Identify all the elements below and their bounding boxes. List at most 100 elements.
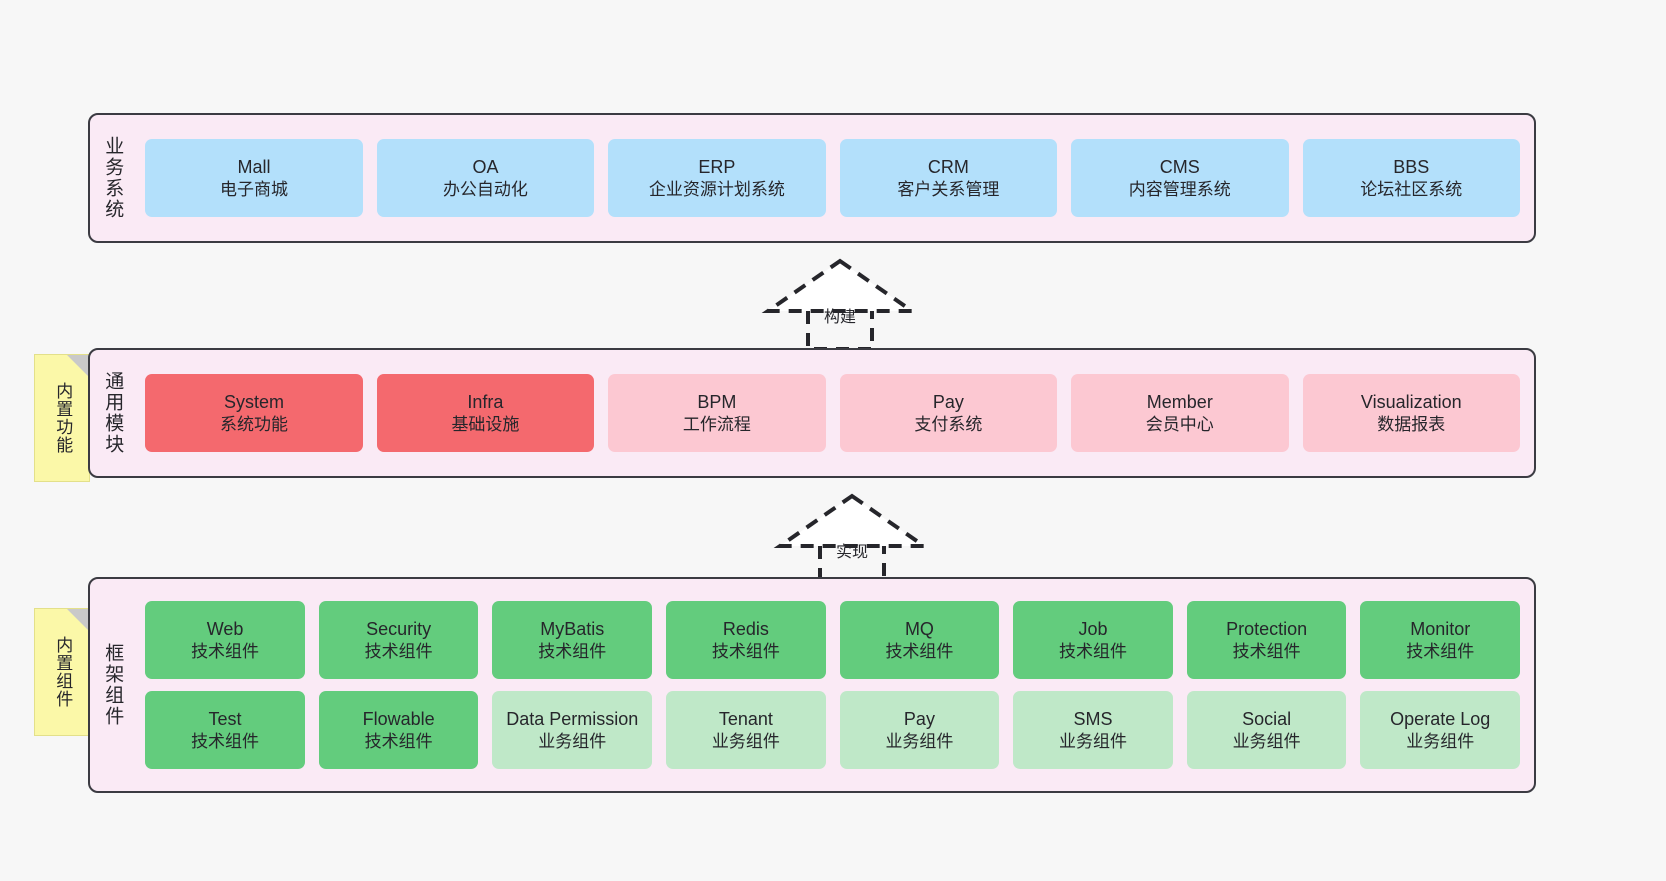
card-operate-log[interactable]: Operate Log 业务组件 <box>1360 691 1521 769</box>
card-mq[interactable]: MQ 技术组件 <box>839 601 1000 679</box>
card-title: Pay <box>932 391 964 412</box>
note-builtin-component: 内置组件 <box>34 608 90 736</box>
card-subtitle: 论坛社区系统 <box>1360 179 1463 199</box>
card-title: Social <box>1242 708 1292 729</box>
note-label: 内置功能 <box>53 382 73 454</box>
card-title: OA <box>472 156 499 177</box>
card-subtitle: 业务组件 <box>1059 731 1128 751</box>
card-subtitle: 业务组件 <box>885 731 954 751</box>
layer-business-system: 业务系统 Mall 电子商城 OA 办公自动化 ERP 企业资源计划系统 CRM… <box>88 113 1536 243</box>
card-title: Pay <box>903 708 935 729</box>
card-title: Tenant <box>718 708 773 729</box>
card-bpm[interactable]: BPM 工作流程 <box>608 374 826 452</box>
layer-body-business-system: Mall 电子商城 OA 办公自动化 ERP 企业资源计划系统 CRM 客户关系… <box>131 115 1534 241</box>
card-subtitle: 企业资源计划系统 <box>648 179 785 199</box>
card-member[interactable]: Member 会员中心 <box>1071 374 1289 452</box>
card-subtitle: 技术组件 <box>1232 641 1301 661</box>
card-subtitle: 技术组件 <box>1406 641 1475 661</box>
card-crm[interactable]: CRM 客户关系管理 <box>839 139 1058 217</box>
card-subtitle: 技术组件 <box>711 641 780 661</box>
card-title: ERP <box>698 156 736 177</box>
layer-title-business-system: 业务系统 <box>102 136 124 220</box>
card-job[interactable]: Job 技术组件 <box>1013 601 1173 679</box>
card-subtitle: 业务组件 <box>711 731 780 751</box>
card-cms[interactable]: CMS 内容管理系统 <box>1071 139 1289 217</box>
card-mybatis[interactable]: MyBatis 技术组件 <box>492 601 653 679</box>
card-row-technical: Web 技术组件 Security 技术组件 MyBatis 技术组件 Redi… <box>145 601 1521 679</box>
card-title: SMS <box>1073 708 1113 729</box>
card-pay-business[interactable]: Pay 业务组件 <box>839 691 1000 769</box>
layer-title-common-module: 通用模块 <box>102 371 124 455</box>
card-oa[interactable]: OA 办公自动化 <box>376 139 595 217</box>
card-subtitle: 技术组件 <box>1059 641 1128 661</box>
card-redis[interactable]: Redis 技术组件 <box>666 601 826 679</box>
card-infra[interactable]: Infra 基础设施 <box>376 374 595 452</box>
card-title: MQ <box>904 618 934 639</box>
card-title: Visualization <box>1360 391 1462 412</box>
card-title: BPM <box>697 391 737 412</box>
arrow-label: 实现 <box>835 544 869 561</box>
card-subtitle: 支付系统 <box>914 414 983 434</box>
card-erp[interactable]: ERP 企业资源计划系统 <box>608 139 826 217</box>
card-title: Security <box>366 618 432 639</box>
card-title: CMS <box>1159 156 1200 177</box>
card-title: System <box>223 391 284 412</box>
card-subtitle: 技术组件 <box>885 641 954 661</box>
card-title: Web <box>206 618 244 639</box>
card-title: Flowable <box>362 708 435 729</box>
card-monitor[interactable]: Monitor 技术组件 <box>1360 601 1521 679</box>
card-bbs[interactable]: BBS 论坛社区系统 <box>1302 139 1520 217</box>
card-row: System 系统功能 Infra 基础设施 BPM 工作流程 Pay 支付系统… <box>145 374 1520 452</box>
card-title: Job <box>1078 618 1108 639</box>
card-subtitle: 办公自动化 <box>442 179 528 199</box>
card-social[interactable]: Social 业务组件 <box>1186 691 1347 769</box>
card-row: Mall 电子商城 OA 办公自动化 ERP 企业资源计划系统 CRM 客户关系… <box>145 139 1520 217</box>
note-fold-corner-icon <box>67 609 89 631</box>
card-pay[interactable]: Pay 支付系统 <box>839 374 1058 452</box>
card-subtitle: 技术组件 <box>364 731 433 751</box>
card-visualization[interactable]: Visualization 数据报表 <box>1302 374 1520 452</box>
card-subtitle: 系统功能 <box>219 414 288 434</box>
card-subtitle: 业务组件 <box>1232 731 1301 751</box>
layer-title-framework-component: 框架组件 <box>102 643 124 727</box>
card-title: BBS <box>1393 156 1430 177</box>
card-title: Data Permission <box>506 708 639 729</box>
implement-arrow: 实现 <box>772 490 932 586</box>
card-test[interactable]: Test 技术组件 <box>145 691 305 769</box>
card-tenant[interactable]: Tenant 业务组件 <box>666 691 826 769</box>
card-title: Test <box>208 708 242 729</box>
card-sms[interactable]: SMS 业务组件 <box>1013 691 1173 769</box>
build-arrow: 构建 <box>760 255 920 351</box>
card-protection[interactable]: Protection 技术组件 <box>1186 601 1347 679</box>
note-fold-corner-icon <box>67 355 89 377</box>
arrow-label: 构建 <box>823 309 857 326</box>
card-title: Operate Log <box>1390 708 1491 729</box>
card-subtitle: 工作流程 <box>682 414 751 434</box>
card-system[interactable]: System 系统功能 <box>145 374 363 452</box>
note-builtin-feature: 内置功能 <box>34 354 90 482</box>
card-title: Mall <box>237 156 271 177</box>
card-title: Monitor <box>1410 618 1471 639</box>
layer-body-common-module: System 系统功能 Infra 基础设施 BPM 工作流程 Pay 支付系统… <box>131 350 1534 476</box>
card-subtitle: 基础设施 <box>451 414 520 434</box>
card-mall[interactable]: Mall 电子商城 <box>145 139 363 217</box>
card-security[interactable]: Security 技术组件 <box>318 601 479 679</box>
card-subtitle: 技术组件 <box>538 641 607 661</box>
card-subtitle: 技术组件 <box>191 641 260 661</box>
card-subtitle: 业务组件 <box>1406 731 1475 751</box>
layer-body-framework-component: Web 技术组件 Security 技术组件 MyBatis 技术组件 Redi… <box>131 579 1534 791</box>
note-label: 内置组件 <box>53 636 73 708</box>
card-title: MyBatis <box>540 618 605 639</box>
card-title: Member <box>1146 391 1213 412</box>
card-title: Infra <box>467 391 504 412</box>
card-row-business: Test 技术组件 Flowable 技术组件 Data Permission … <box>145 691 1521 769</box>
card-subtitle: 客户关系管理 <box>897 179 1000 199</box>
card-web[interactable]: Web 技术组件 <box>145 601 305 679</box>
card-data-permission[interactable]: Data Permission 业务组件 <box>492 691 653 769</box>
card-subtitle: 数据报表 <box>1377 414 1446 434</box>
card-title: CRM <box>927 156 969 177</box>
card-subtitle: 会员中心 <box>1145 414 1214 434</box>
card-title: Protection <box>1226 618 1308 639</box>
card-flowable[interactable]: Flowable 技术组件 <box>318 691 479 769</box>
